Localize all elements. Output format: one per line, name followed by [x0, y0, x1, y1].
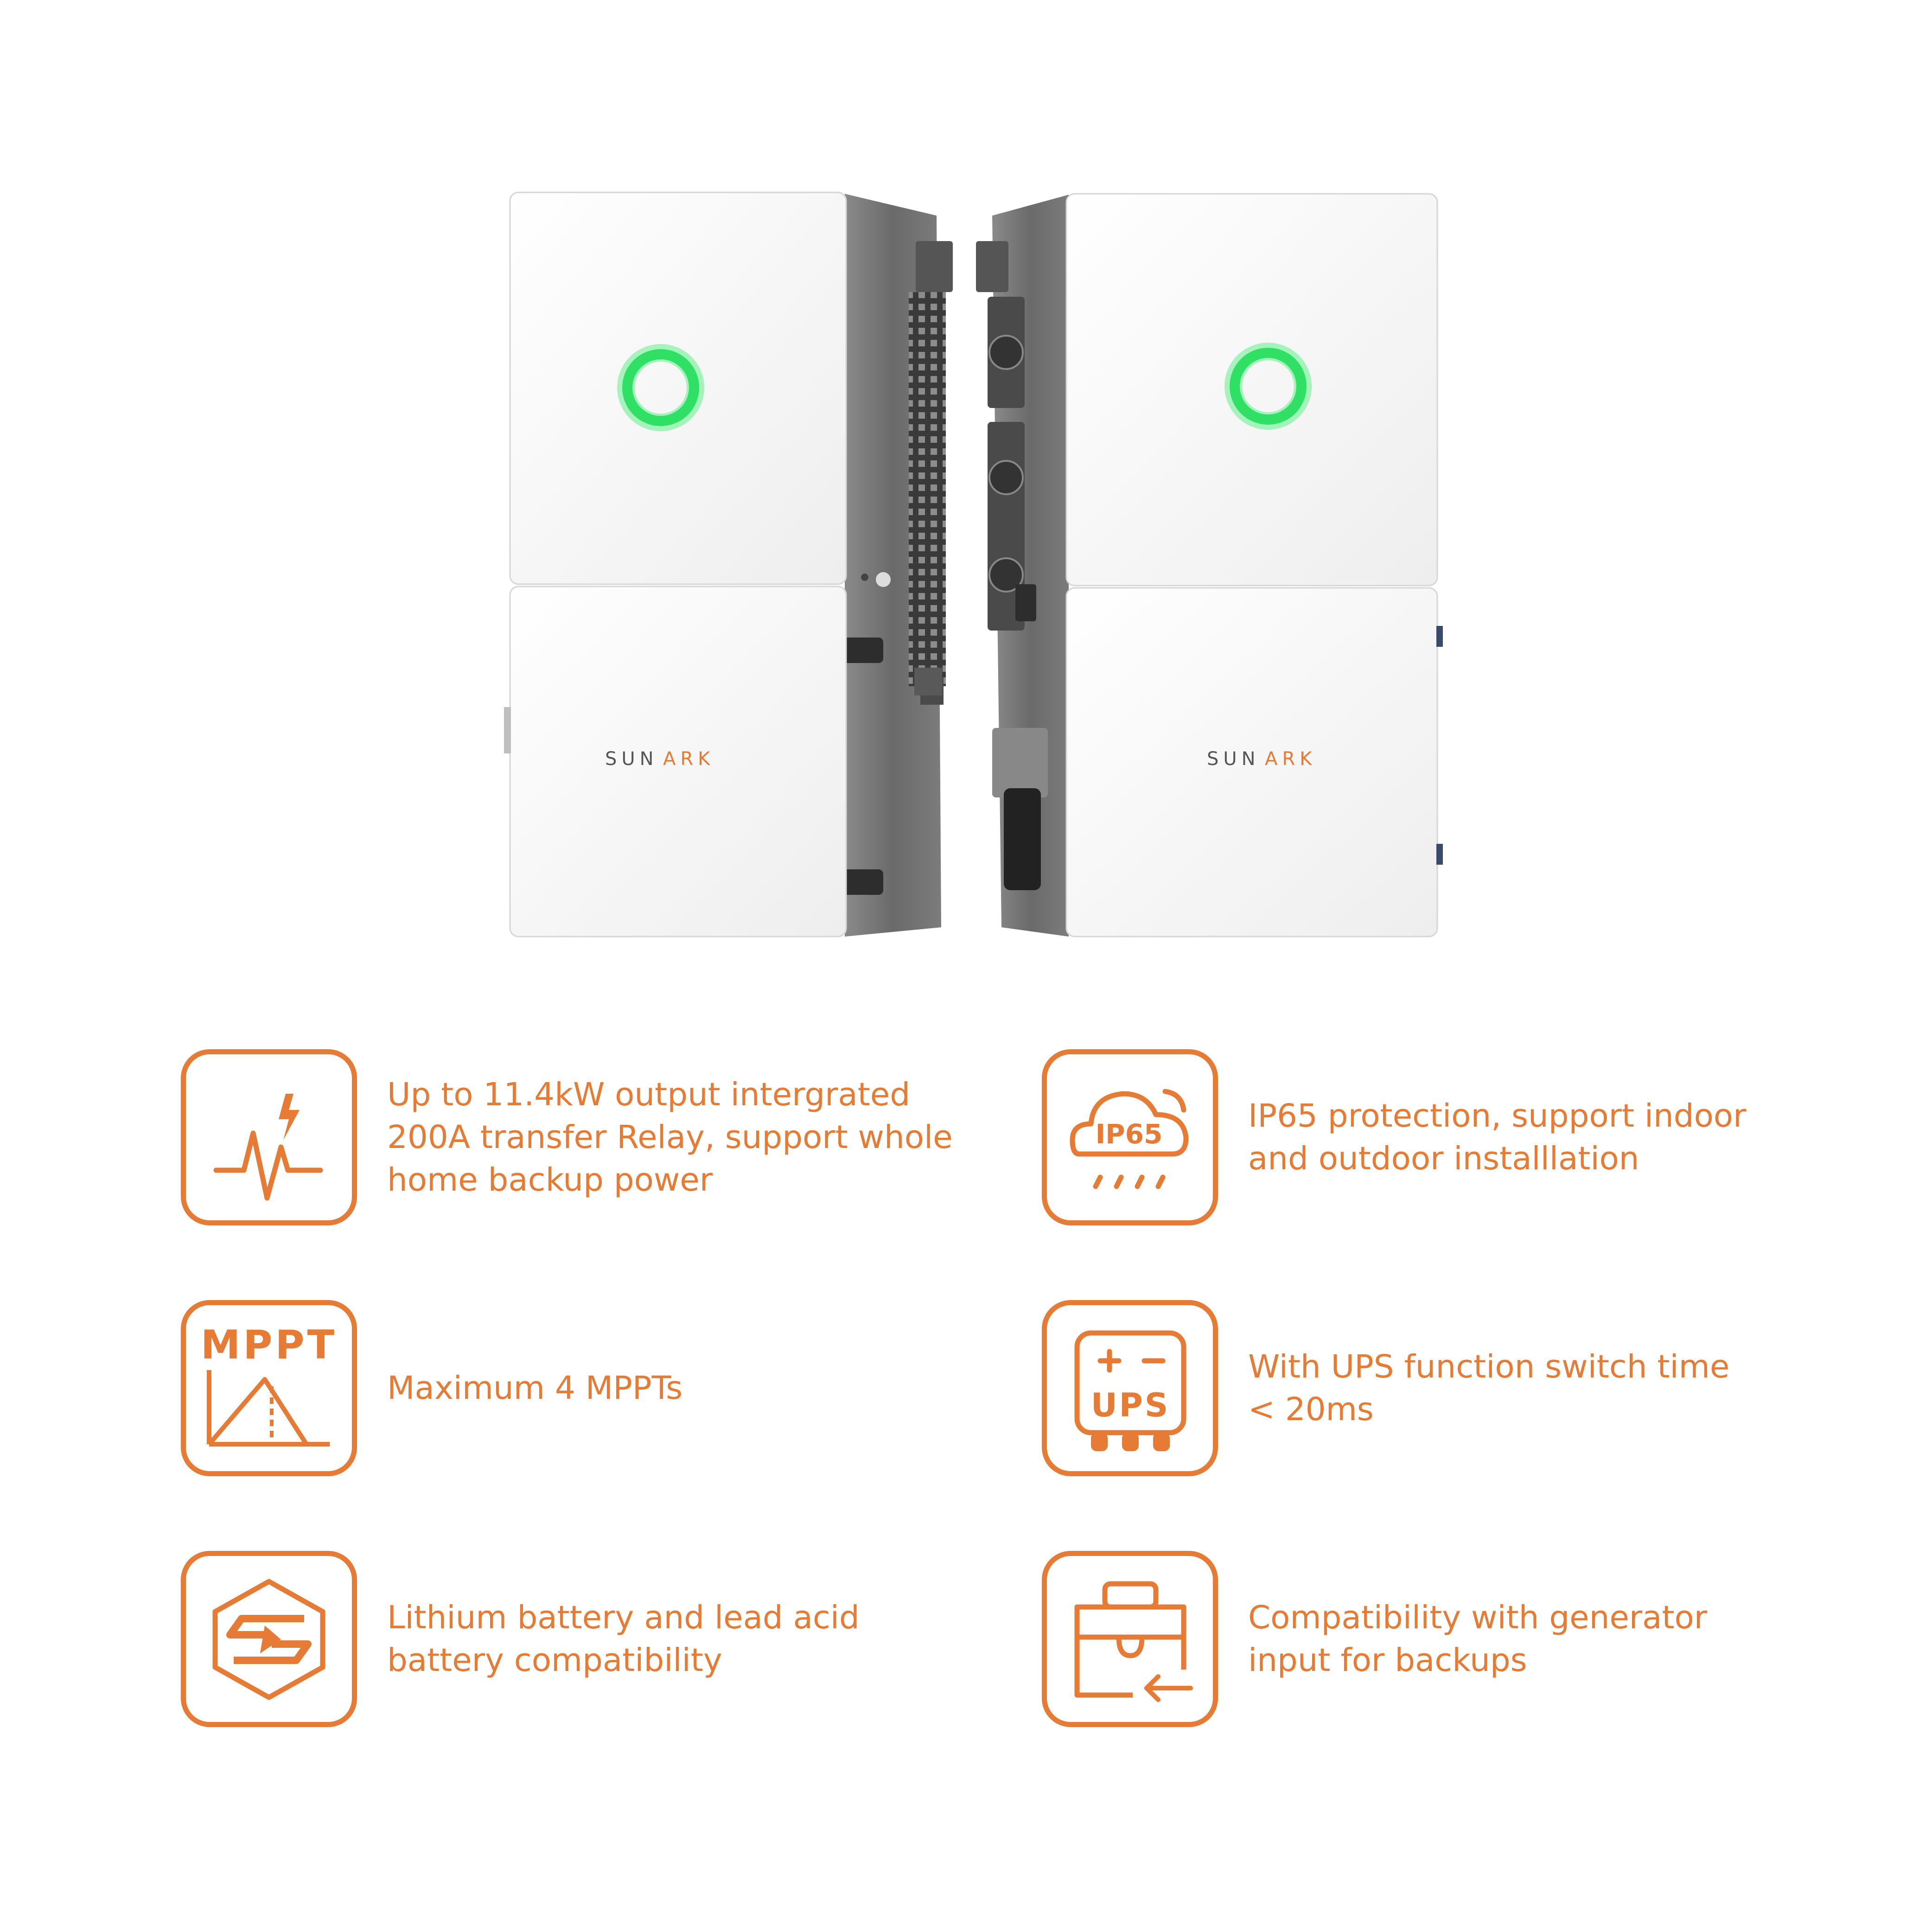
feature-generator: Compatibility with generator input for b… [1042, 1551, 1876, 1734]
cooling-fans [988, 297, 1025, 631]
feature-battery-compatibility: Lithium battery and lead acid battery co… [181, 1551, 1015, 1734]
feature-description: Up to 11.4kW output intergrated 200A tra… [387, 1076, 953, 1199]
left-unit-logo: SUN ARK [605, 748, 714, 770]
mppt-curve-icon: MPPT [181, 1300, 357, 1476]
battery-switch-hexagon-icon [181, 1551, 357, 1727]
left-inverter-unit: SUN ARK [504, 191, 953, 937]
svg-text:ARK: ARK [1265, 748, 1316, 770]
svg-text:ARK: ARK [663, 748, 714, 770]
feature-ups: UPS With UPS function switch time < 20ms [1042, 1300, 1876, 1483]
power-waveform-icon [181, 1049, 357, 1225]
product-image: SUN ARK SUN ARK [504, 191, 1443, 937]
svg-text:UPS: UPS [1091, 1386, 1170, 1424]
feature-description: Compatibility with generator input for b… [1248, 1599, 1708, 1679]
feature-description: With UPS function switch time < 20ms [1248, 1348, 1730, 1428]
feature-description: Lithium battery and lead acid battery co… [387, 1599, 860, 1679]
ip65-cloud-rain-icon: IP65 [1042, 1049, 1218, 1225]
feature-description: IP65 protection, support indoor and outd… [1248, 1097, 1747, 1177]
svg-text:MPPT: MPPT [201, 1322, 337, 1368]
feature-ip65: IP65 IP65 protection, support indoor and… [1042, 1049, 1876, 1232]
feature-output-power: Up to 11.4kW output intergrated 200A tra… [181, 1049, 1015, 1232]
ups-battery-icon: UPS [1042, 1300, 1218, 1476]
svg-text:SUN: SUN [605, 748, 658, 770]
svg-text:IP65: IP65 [1096, 1118, 1163, 1150]
feature-description: Maximum 4 MPPTs [387, 1370, 683, 1407]
svg-text:SUN: SUN [1207, 748, 1260, 770]
right-unit-logo: SUN ARK [1207, 748, 1316, 770]
right-inverter-unit: SUN ARK [976, 193, 1443, 937]
generator-input-icon [1042, 1551, 1218, 1727]
feature-mppt: MPPT Maximum 4 MPPTs [181, 1300, 1015, 1483]
